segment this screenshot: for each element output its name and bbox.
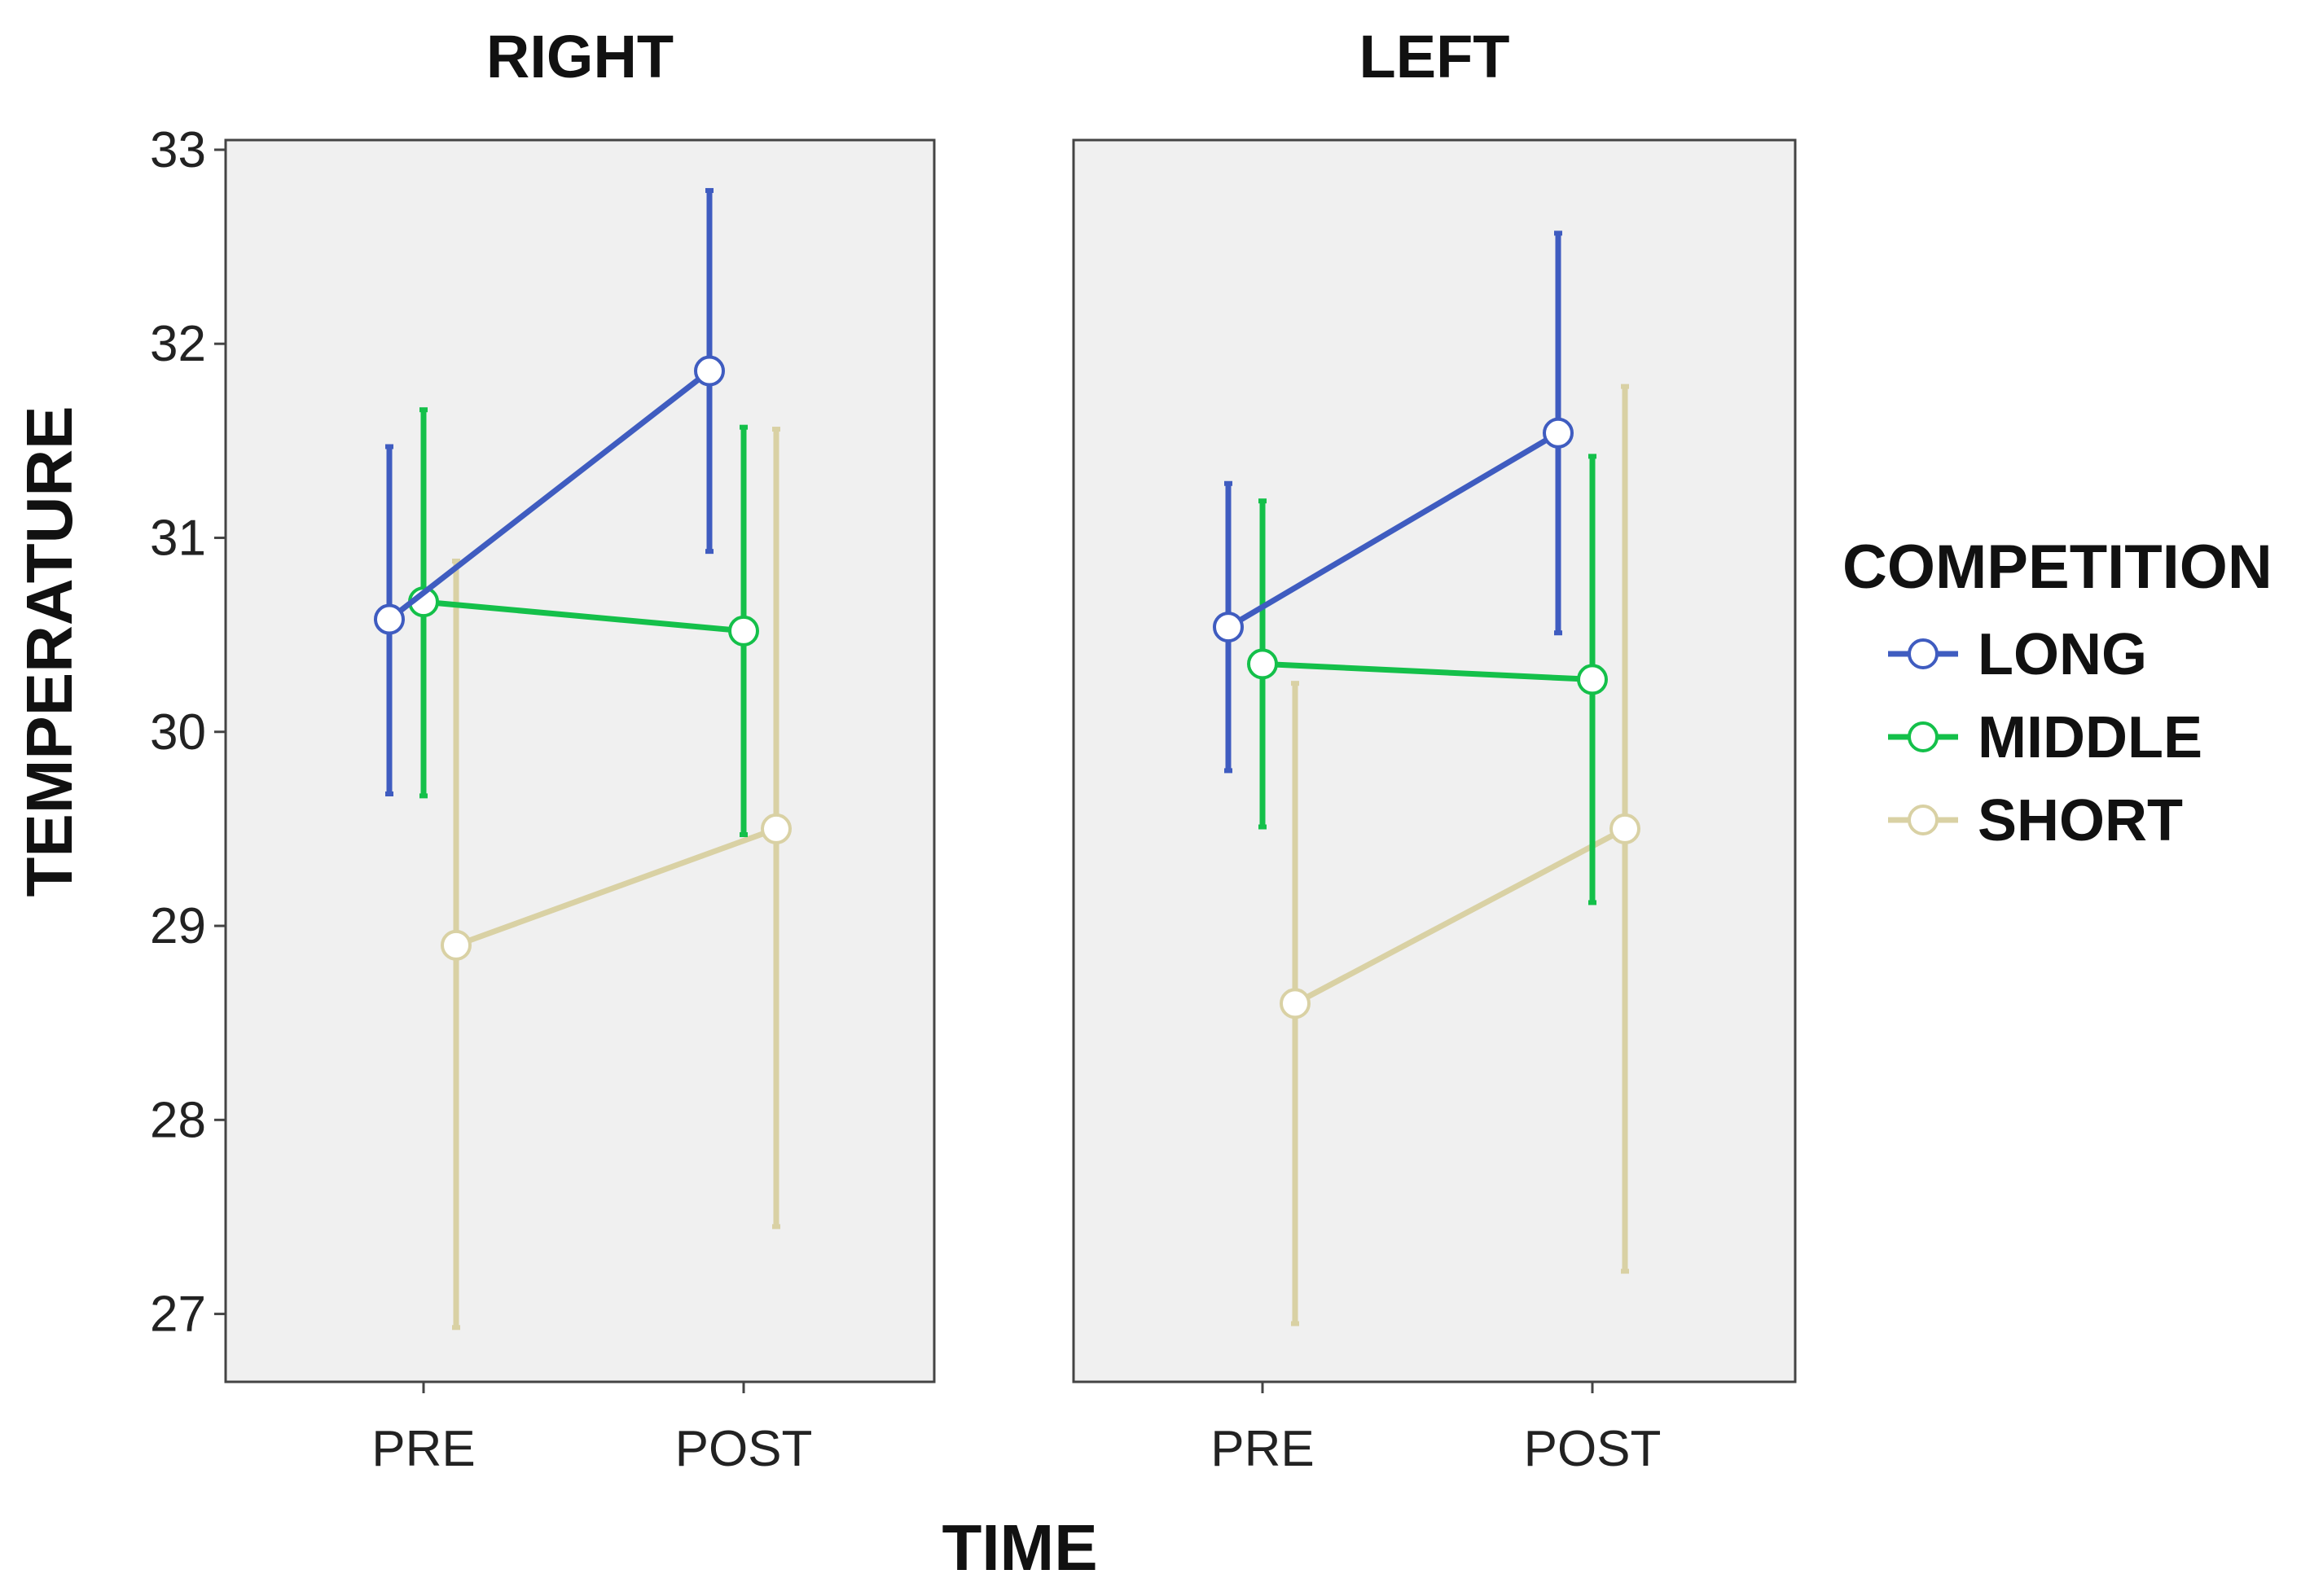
series-short xyxy=(1280,384,1640,1326)
series-short xyxy=(441,427,792,1331)
series-line xyxy=(455,826,778,949)
series-line xyxy=(387,368,712,622)
series-middle xyxy=(408,407,759,838)
x-tick-label: POST xyxy=(1524,1421,1662,1477)
legend-marker xyxy=(1908,721,1939,752)
x-tick-label: PRE xyxy=(371,1421,475,1477)
data-point xyxy=(761,813,792,844)
series-middle xyxy=(1247,454,1608,905)
data-point xyxy=(728,615,759,647)
y-tick-label: 27 xyxy=(150,1287,206,1343)
panel-title: RIGHT xyxy=(486,23,674,90)
legend-item-middle: MIDDLE xyxy=(1888,705,2202,770)
legend-label: LONG xyxy=(1978,622,2147,687)
legend-label: MIDDLE xyxy=(1978,705,2202,770)
series-long xyxy=(374,187,725,797)
series-line xyxy=(423,598,744,634)
data-point xyxy=(1213,612,1244,643)
data-point xyxy=(694,355,725,387)
panel-left: LEFT PRE POST xyxy=(1072,23,1797,1477)
x-tick-label: PRE xyxy=(1210,1421,1314,1477)
series-long xyxy=(1213,230,1574,774)
legend-marker xyxy=(1908,805,1939,835)
data-point xyxy=(1280,988,1311,1019)
legend-label: SHORT xyxy=(1978,788,2183,853)
plot-area xyxy=(224,138,936,1383)
legend: COMPETITION LONG MIDDLE SHORT xyxy=(1842,533,2272,853)
data-point xyxy=(1247,648,1278,680)
x-tick-label: POST xyxy=(675,1421,813,1477)
data-point xyxy=(1543,417,1574,449)
legend-item-short: SHORT xyxy=(1888,788,2183,853)
y-tick-label: 33 xyxy=(150,122,206,178)
panel-title: LEFT xyxy=(1359,23,1510,90)
y-axis-title: TEMPERATURE xyxy=(13,406,86,897)
legend-item-long: LONG xyxy=(1888,622,2147,687)
x-axis-title: TIME xyxy=(942,1511,1097,1584)
y-tick-label: 30 xyxy=(150,704,206,761)
data-point xyxy=(1577,664,1608,695)
series-line xyxy=(1293,826,1627,1006)
data-point xyxy=(1609,813,1640,844)
series-line xyxy=(1262,660,1593,682)
series-line xyxy=(1227,430,1560,630)
plot-area xyxy=(1072,138,1797,1383)
legend-marker xyxy=(1908,638,1939,669)
y-tick-label: 32 xyxy=(150,316,206,372)
y-tick-label: 31 xyxy=(150,510,206,566)
y-tick-label: 29 xyxy=(150,898,206,954)
y-tick-label: 28 xyxy=(150,1092,206,1148)
legend-title: COMPETITION xyxy=(1842,533,2272,602)
data-point xyxy=(374,603,405,635)
data-point xyxy=(441,929,472,961)
